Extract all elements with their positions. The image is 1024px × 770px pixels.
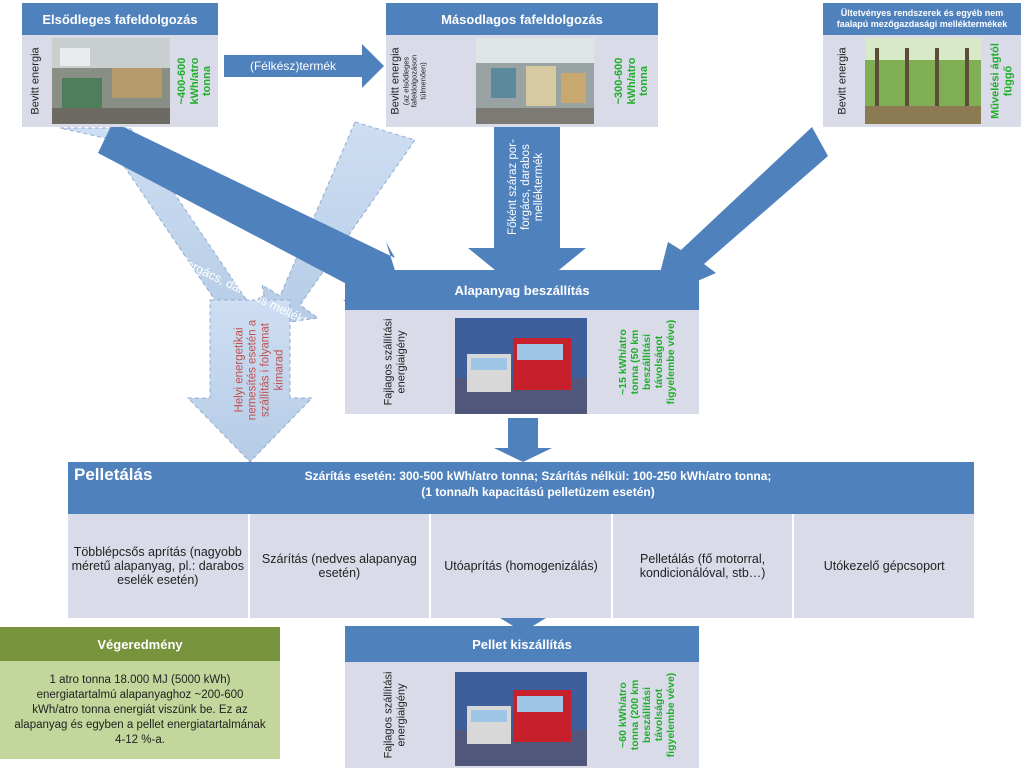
pellet-transport-title: Pellet kiszállítás xyxy=(345,626,699,662)
step-regrinding: Utóaprítás (homogenizálás) xyxy=(431,514,611,618)
dry-sawdust-arrow xyxy=(468,126,586,296)
to-pellet-transport-arrow xyxy=(500,606,546,632)
input-energy-label: Bevitt energia xyxy=(29,47,42,115)
result-text: 1 atro tonna 18.000 MJ (5000 kWh)energia… xyxy=(0,661,280,759)
to-pelleting-arrow xyxy=(494,418,552,462)
wet-sawdust-arrow xyxy=(98,122,405,302)
step-post-processing: Utókezelő gépcsoport xyxy=(794,514,974,618)
wet-chips-arrow xyxy=(653,127,828,300)
semi-product-label: (Félkész)termék xyxy=(249,59,336,73)
input-energy-label: Bevitt energia (az elsődleges fafeldolgo… xyxy=(389,47,428,115)
pelleting-title: Pelletálás xyxy=(74,465,153,484)
pelleting-summary: Szárítás esetén: 300-500 kWh/atro tonna;… xyxy=(304,469,772,499)
pelleting-header: Pelletálás Szárítás esetén: 300-500 kWh/… xyxy=(68,462,974,514)
truck-photo xyxy=(455,672,587,766)
truck-photo xyxy=(455,318,587,414)
plantation-photo xyxy=(865,38,981,124)
sawmill-photo xyxy=(52,38,170,124)
local-arrow xyxy=(59,121,416,463)
step-pelletizing: Pelletálás (fő motorral,kondicionálóval,… xyxy=(612,514,793,618)
semi-product-arrow xyxy=(224,44,384,88)
result-title: Végeredmény xyxy=(0,627,280,661)
raw-transport-title: Alapanyag beszállítás xyxy=(345,270,699,310)
primary-processing-title: Elsődleges fafeldolgozás xyxy=(22,3,218,35)
workshop-photo xyxy=(476,38,594,124)
secondary-processing-panel: Bevitt energia (az elsődleges fafeldolgo… xyxy=(386,35,658,127)
input-energy-label: Bevitt energia xyxy=(836,47,849,115)
secondary-processing-title: Másodlagos fafeldolgozás xyxy=(386,3,658,35)
plantation-title: Ültetvényes rendszerek és egyéb nem faal… xyxy=(823,3,1021,35)
